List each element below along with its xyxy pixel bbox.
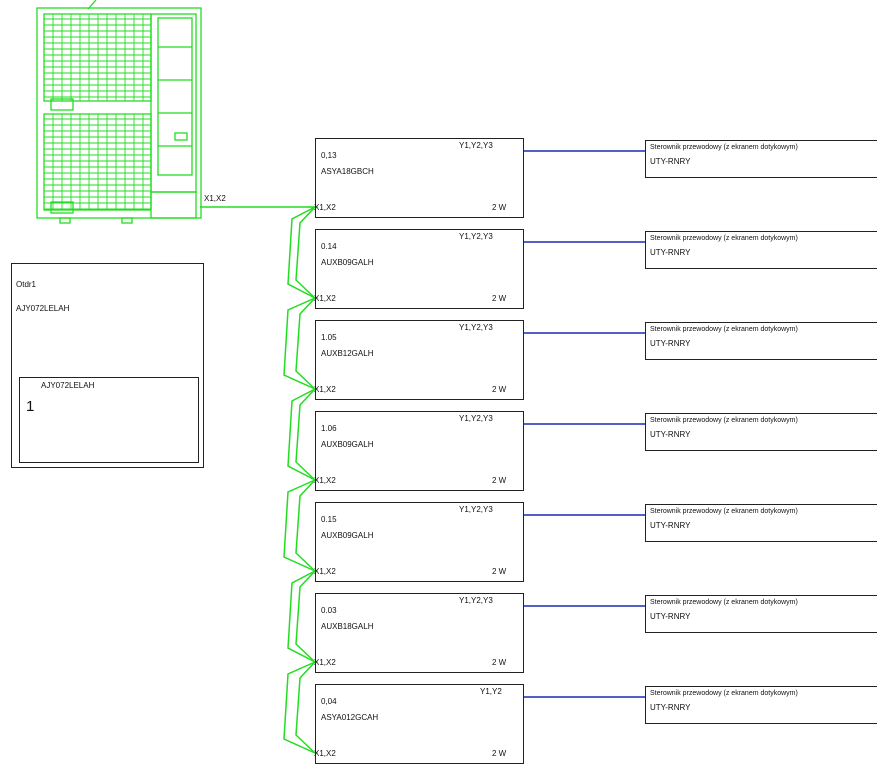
- indoor-unit-ctrl-port: Y1,Y2,Y3: [459, 596, 493, 605]
- indoor-unit-bus-port: X1,X2: [314, 476, 336, 485]
- bus-wire: [295, 388, 316, 481]
- outdoor-unit-card[interactable]: Otdr1 AJY072LELAH AJY072LELAH 1: [11, 263, 204, 468]
- bus-wire: [295, 479, 316, 572]
- bus-wire: [283, 479, 316, 572]
- wired-controller-box[interactable]: Sterownik przewodowy (z ekranem dotykowy…: [645, 595, 877, 633]
- bus-wire: [283, 661, 316, 754]
- bus-wire: [287, 206, 316, 299]
- outdoor-unit-model: AJY072LELAH: [16, 304, 70, 313]
- indoor-unit-address: 0.14: [321, 242, 337, 251]
- indoor-unit-address: 1.06: [321, 424, 337, 433]
- indoor-unit-ctrl-port: Y1,Y2,Y3: [459, 141, 493, 150]
- outdoor-unit-name: Otdr1: [16, 280, 37, 289]
- controller-name: Sterownik przewodowy (z ekranem dotykowy…: [650, 326, 798, 333]
- indoor-unit-model: AUXB09GALH: [321, 440, 374, 449]
- indoor-unit-ctrl-port: Y1,Y2,Y3: [459, 232, 493, 241]
- controller-model: UTY-RNRY: [650, 157, 691, 166]
- indoor-unit-model: AUXB09GALH: [321, 531, 374, 540]
- indoor-unit-ctrl-port: Y1,Y2,Y3: [459, 323, 493, 332]
- bus-wire: [287, 388, 316, 481]
- indoor-unit-bus-port: X1,X2: [314, 567, 336, 576]
- wired-controller-box[interactable]: Sterownik przewodowy (z ekranem dotykowy…: [645, 231, 877, 269]
- wired-controller-box[interactable]: Sterownik przewodowy (z ekranem dotykowy…: [645, 322, 877, 360]
- indoor-unit-ctrl-port: Y1,Y2: [480, 687, 502, 696]
- indoor-unit-address: 0.15: [321, 515, 337, 524]
- indoor-unit-model: ASYA012GCAH: [321, 713, 379, 722]
- indoor-unit-bus-port: X1,X2: [314, 203, 336, 212]
- controller-model: UTY-RNRY: [650, 248, 691, 257]
- bus-wire: [283, 297, 316, 390]
- wired-controller-box[interactable]: Sterownik przewodowy (z ekranem dotykowy…: [645, 413, 877, 451]
- indoor-unit-model: ASYA18GBCH: [321, 167, 374, 176]
- controller-name: Sterownik przewodowy (z ekranem dotykowy…: [650, 599, 798, 606]
- indoor-unit-wire: 2 W: [492, 658, 507, 667]
- indoor-unit-wire: 2 W: [492, 567, 507, 576]
- indoor-unit-bus-port: X1,X2: [314, 658, 336, 667]
- indoor-unit-ctrl-port: Y1,Y2,Y3: [459, 505, 493, 514]
- subcard-count: 1: [26, 398, 35, 415]
- indoor-unit-wire: 2 W: [492, 749, 507, 758]
- wired-controller-box[interactable]: Sterownik przewodowy (z ekranem dotykowy…: [645, 686, 877, 724]
- indoor-unit-model: AUXB18GALH: [321, 622, 374, 631]
- bus-wire: [295, 297, 316, 390]
- indoor-unit-bus-port: X1,X2: [314, 294, 336, 303]
- bus-wire: [295, 661, 316, 754]
- indoor-unit-wire: 2 W: [492, 476, 507, 485]
- controller-name: Sterownik przewodowy (z ekranem dotykowy…: [650, 235, 798, 242]
- indoor-unit-address: 1.05: [321, 333, 337, 342]
- controller-name: Sterownik przewodowy (z ekranem dotykowy…: [650, 508, 798, 515]
- subcard-model: AJY072LELAH: [41, 381, 95, 390]
- indoor-unit-bus-port: X1,X2: [314, 385, 336, 394]
- indoor-unit-address: 0,13: [321, 151, 337, 160]
- outdoor-ac-unit-icon: [36, 0, 202, 224]
- bus-wire: [295, 570, 316, 663]
- outdoor-unit-subcard: AJY072LELAH 1: [19, 377, 199, 463]
- indoor-unit-address: 0.03: [321, 606, 337, 615]
- indoor-unit-bus-port: X1,X2: [314, 749, 336, 758]
- controller-name: Sterownik przewodowy (z ekranem dotykowy…: [650, 144, 798, 151]
- indoor-unit-model: AUXB09GALH: [321, 258, 374, 267]
- controller-wires: [524, 150, 645, 698]
- wired-controller-box[interactable]: Sterownik przewodowy (z ekranem dotykowy…: [645, 140, 877, 178]
- bus-wire: [287, 570, 316, 663]
- bus-wire: [295, 206, 316, 299]
- controller-model: UTY-RNRY: [650, 703, 691, 712]
- indoor-unit-model: AUXB12GALH: [321, 349, 374, 358]
- indoor-unit-wire: 2 W: [492, 294, 507, 303]
- controller-model: UTY-RNRY: [650, 612, 691, 621]
- indoor-unit-wire: 2 W: [492, 385, 507, 394]
- indoor-unit-ctrl-port: Y1,Y2,Y3: [459, 414, 493, 423]
- outdoor-port-label: X1,X2: [204, 194, 226, 203]
- indoor-unit-wire: 2 W: [492, 203, 507, 212]
- indoor-unit-address: 0,04: [321, 697, 337, 706]
- controller-model: UTY-RNRY: [650, 430, 691, 439]
- wired-controller-box[interactable]: Sterownik przewodowy (z ekranem dotykowy…: [645, 504, 877, 542]
- controller-name: Sterownik przewodowy (z ekranem dotykowy…: [650, 690, 798, 697]
- controller-model: UTY-RNRY: [650, 339, 691, 348]
- controller-model: UTY-RNRY: [650, 521, 691, 530]
- controller-name: Sterownik przewodowy (z ekranem dotykowy…: [650, 417, 798, 424]
- transmission-bus: [200, 206, 316, 754]
